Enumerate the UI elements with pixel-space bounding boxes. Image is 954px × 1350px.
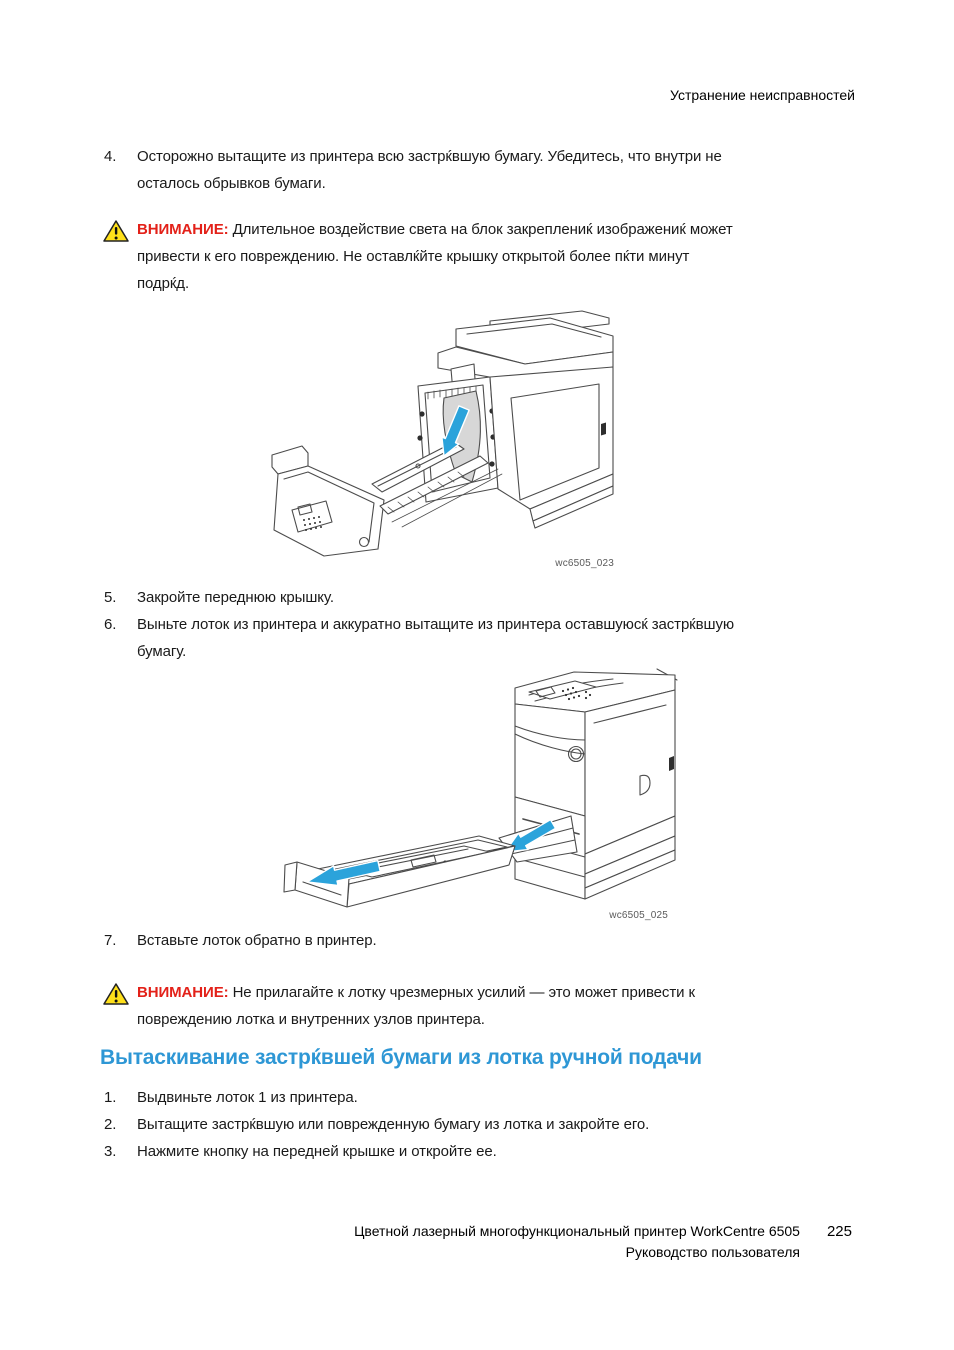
feed-slot-arrow <box>504 818 557 853</box>
tray-pull-arrow <box>306 859 381 887</box>
warning-text: Длительное воздействие света на блок зак… <box>137 221 733 292</box>
step-item-5: 5. Закройте переднюю крышку. <box>104 584 767 611</box>
paper-direction-arrow <box>441 405 470 457</box>
warning-triangle-icon <box>103 979 137 1033</box>
figure-caption: wc6505_023 <box>555 558 614 569</box>
step-number: 1. <box>104 1089 117 1106</box>
printer-illustration-tray-removed <box>283 668 678 908</box>
page-footer: Цветной лазерный многофункциональный при… <box>354 1221 852 1262</box>
step-text: Осторожно вытащите из принтера всю застр… <box>137 148 722 192</box>
substep-item-2: 2. Вытащите застрќвшую или поврежденную … <box>104 1111 767 1138</box>
section-heading: Вытаскивание застрќвшей бумаги из лотка … <box>100 1046 702 1069</box>
warning-paragraph: ВНИМАНИЕ: Длительное воздействие света н… <box>137 216 737 297</box>
figure-caption: wc6505_025 <box>609 910 668 921</box>
step-text: Нажмите кнопку на передней крышке и откр… <box>137 1143 497 1160</box>
substep-item-3: 3. Нажмите кнопку на передней крышке и о… <box>104 1138 767 1165</box>
warning-label: ВНИМАНИЕ: <box>137 984 229 1001</box>
footer-guide-line: Руководство пользователя <box>625 1244 800 1260</box>
step-number: 4. <box>104 148 117 165</box>
step-item-7: 7. Вставьте лоток обратно в принтер. <box>104 927 767 954</box>
printer-illustration-open-cover <box>271 310 614 557</box>
step-text: Вставьте лоток обратно в принтер. <box>137 932 377 949</box>
warning-note-2: ВНИМАНИЕ: Не прилагайте к лотку чрезмерн… <box>103 979 737 1033</box>
warning-triangle-icon <box>103 216 137 297</box>
step-number: 7. <box>104 932 117 949</box>
warning-label: ВНИМАНИЕ: <box>137 221 229 238</box>
substep-item-1: 1. Выдвиньте лоток 1 из принтера. <box>104 1084 767 1111</box>
running-header: Устранение неисправностей <box>670 87 855 103</box>
figure-tray-removed: wc6505_025 <box>283 666 683 928</box>
step-number: 3. <box>104 1143 117 1160</box>
footer-product-line: Цветной лазерный многофункциональный при… <box>354 1221 852 1242</box>
figure-front-cover-open: wc6505_023 <box>268 306 632 578</box>
footer-product-text: Цветной лазерный многофункциональный при… <box>354 1223 800 1239</box>
warning-paragraph: ВНИМАНИЕ: Не прилагайте к лотку чрезмерн… <box>137 979 737 1033</box>
warning-note-1: ВНИМАНИЕ: Длительное воздействие света н… <box>103 216 737 297</box>
step-number: 6. <box>104 616 117 633</box>
step-text: Закройте переднюю крышку. <box>137 589 334 606</box>
step-number: 2. <box>104 1116 117 1133</box>
warning-text: Не прилагайте к лотку чрезмерных усилий … <box>137 984 695 1028</box>
step-text: Выньте лоток из принтера и аккуратно выт… <box>137 616 735 660</box>
step-number: 5. <box>104 589 117 606</box>
page-number: 225 <box>826 1223 852 1240</box>
step-item-6: 6. Выньте лоток из принтера и аккуратно … <box>104 611 767 665</box>
step-text: Вытащите застрќвшую или поврежденную бум… <box>137 1116 650 1133</box>
step-item-4: 4. Осторожно вытащите из принтера всю за… <box>104 143 767 197</box>
step-text: Выдвиньте лоток 1 из принтера. <box>137 1089 358 1106</box>
